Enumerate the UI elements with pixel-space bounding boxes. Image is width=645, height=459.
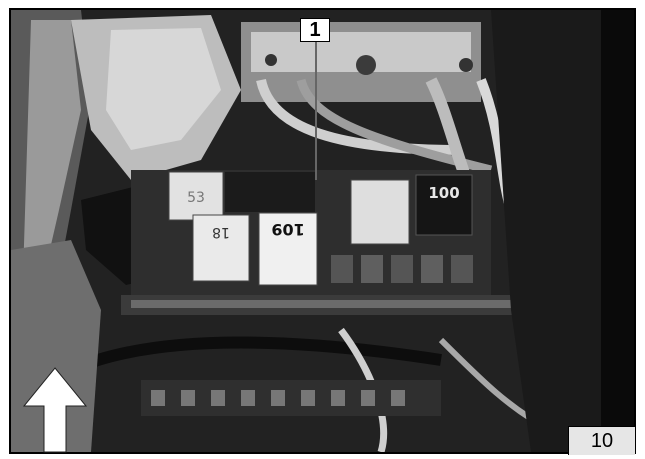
right-edge <box>601 10 634 452</box>
callout-label-box: 1 <box>300 18 330 42</box>
relay-d-label: 53 <box>187 190 205 206</box>
direction-arrow-icon <box>22 367 88 453</box>
relay-c-label: 100 <box>428 184 459 202</box>
relay-a-label: 109 <box>271 220 304 239</box>
right-shadow <box>491 10 634 452</box>
relay-white <box>350 179 410 245</box>
fuse-rail-lower-slots <box>151 390 405 406</box>
callout-label: 1 <box>309 18 321 41</box>
figure-number-badge: 10 <box>568 426 635 455</box>
engine-bay-photo: 53 18 109 100 <box>9 8 636 454</box>
relay-panel-illustration: 53 18 109 100 <box>11 10 634 452</box>
terminal-bolt <box>265 54 277 66</box>
relay-c <box>415 174 473 236</box>
relay-b <box>192 214 250 282</box>
fuse-rail-upper-edge <box>131 300 511 308</box>
cable <box>296 78 493 175</box>
relay-dark <box>225 172 315 212</box>
relay-b-label: 18 <box>212 224 230 240</box>
relay-a <box>258 212 318 286</box>
relay-d <box>168 171 224 221</box>
terminal-bolt <box>459 58 473 72</box>
fuse-row <box>331 255 473 283</box>
terminal-bolt <box>356 55 376 75</box>
cable <box>68 336 442 376</box>
figure-number: 10 <box>590 429 614 452</box>
metal-bracket-highlight <box>106 28 221 150</box>
